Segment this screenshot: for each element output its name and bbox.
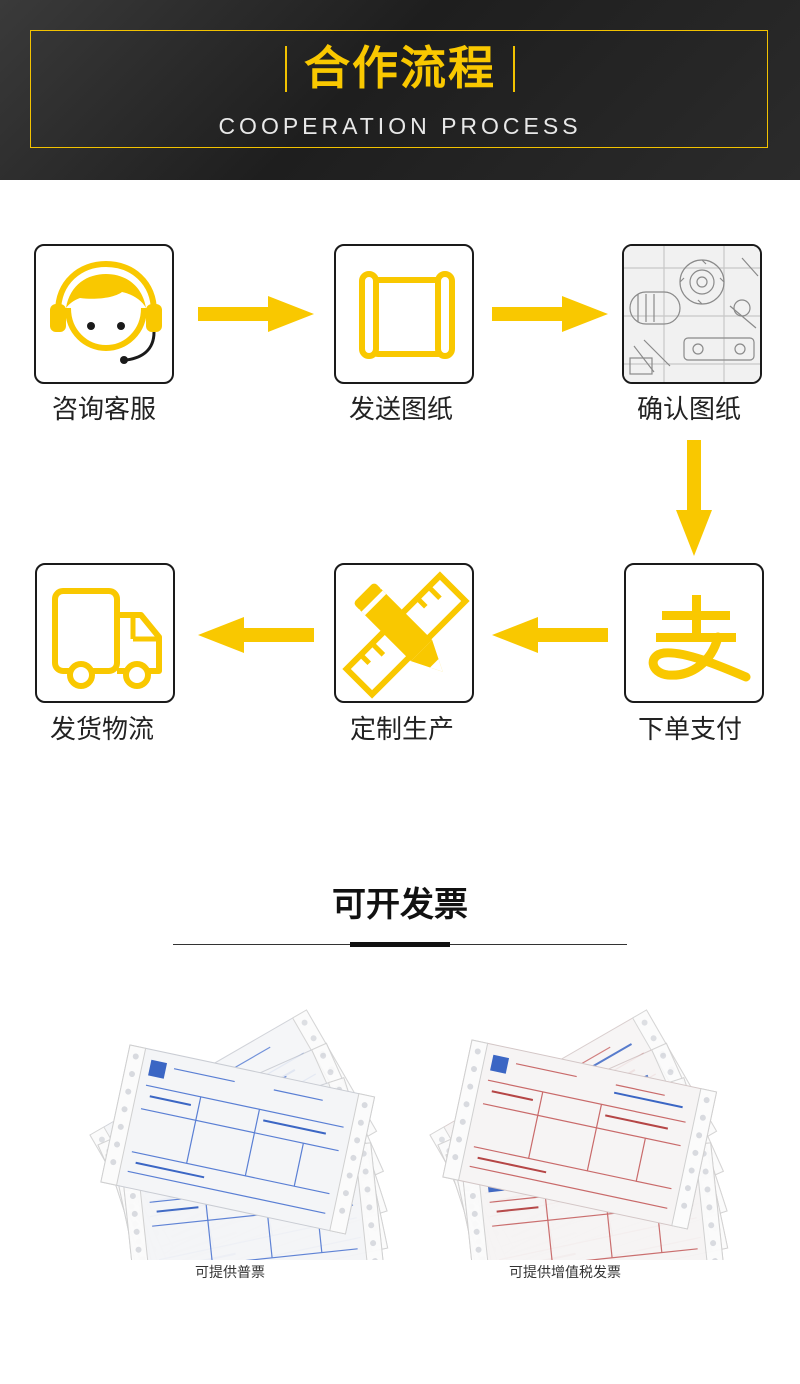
drawing-scroll-icon [359, 271, 455, 359]
step-label-shipping: 发货物流 [49, 715, 154, 745]
step-tile-production [334, 563, 474, 703]
ordinary-invoice-image [89, 1009, 389, 1260]
step-tile-confirm-drawing [622, 244, 762, 384]
arrow-right-icon [492, 296, 608, 332]
section-divider-accent [350, 942, 450, 947]
step-label-confirm-drawing: 确认图纸 [636, 395, 741, 425]
title-left-bar [285, 46, 287, 92]
banner-frame [30, 30, 768, 148]
technical-drawing-image [624, 246, 760, 382]
arrow-right-icon [198, 296, 314, 332]
step-tile-send-drawing [334, 244, 474, 384]
header-banner: 合作流程 COOPERATION PROCESS [0, 0, 800, 180]
page-subtitle: COOPERATION PROCESS [218, 113, 582, 139]
step-tile-shipping [35, 563, 175, 703]
alipay-icon [648, 595, 751, 682]
step-tile-consult [34, 244, 174, 384]
vat-invoice-caption: 可提供增值税发票 [509, 1265, 621, 1281]
invoice-section-title: 可开发票 [332, 885, 468, 925]
step-label-consult: 咨询客服 [51, 395, 156, 425]
delivery-truck-icon [52, 588, 162, 689]
arrow-down-icon [676, 440, 712, 556]
arrow-left-icon [492, 617, 608, 653]
ordinary-invoice-caption: 可提供普票 [195, 1265, 265, 1281]
step-label-production: 定制生产 [349, 715, 454, 745]
pencil-ruler-icon [342, 571, 470, 699]
title-right-bar [513, 46, 515, 92]
step-label-order-pay: 下单支付 [637, 715, 742, 745]
step-tile-order-pay [624, 563, 764, 703]
step-label-send-drawing: 发送图纸 [348, 395, 453, 425]
vat-invoice-image [429, 1009, 729, 1260]
arrow-left-icon [198, 617, 314, 653]
customer-service-headset-icon [50, 260, 162, 364]
page-title: 合作流程 [304, 41, 496, 95]
